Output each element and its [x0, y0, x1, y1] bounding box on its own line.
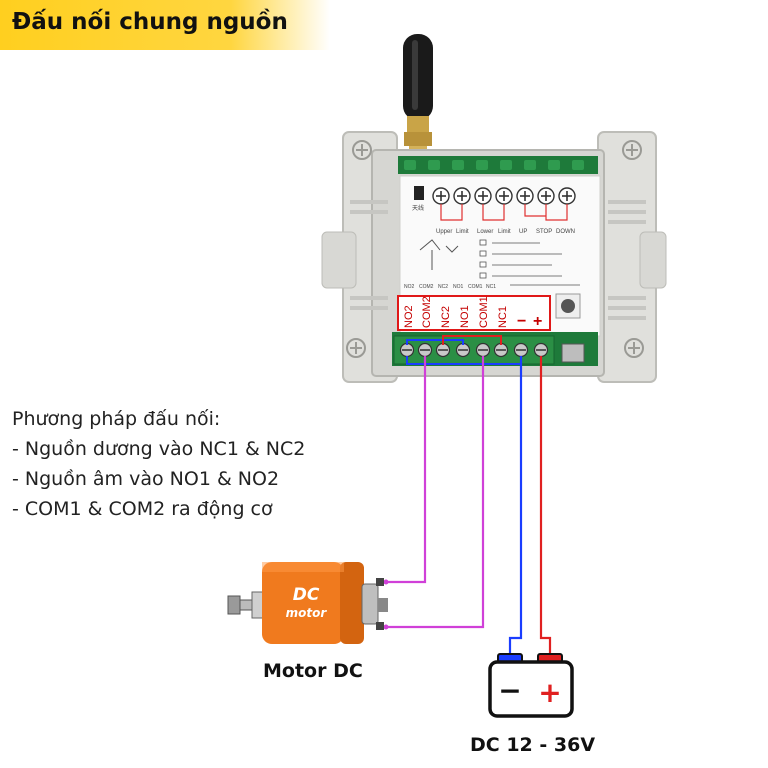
board-label: NC2: [438, 284, 448, 290]
title-band: [0, 0, 330, 50]
terminal-label-no1: NO1: [459, 305, 471, 328]
top-label: Limit: [498, 229, 511, 235]
board-label: COM1: [468, 284, 483, 290]
wire-motor-com2: [380, 356, 427, 584]
method-line: - Nguồn âm vào NO1 & NO2: [12, 468, 280, 490]
terminal-label-no2: NO2: [403, 305, 415, 328]
board-label: NC1: [486, 284, 496, 290]
terminal-label-box: [397, 295, 551, 331]
svg-text:天线: 天线: [412, 204, 424, 212]
motor-caption: Motor DC: [263, 660, 363, 682]
dc-motor: DC motor: [227, 562, 388, 644]
wiring-method: Phương pháp đấu nối: - Nguồn dương vào N…: [12, 404, 305, 524]
board-label: COM2: [419, 284, 434, 290]
terminal-label-com2: COM2: [421, 296, 433, 328]
board-label: NO2: [404, 284, 415, 290]
wire-battery-positive: [539, 356, 552, 654]
relay-module: 天线 Upper Limit Lower Limit: [321, 131, 667, 383]
wire-battery-negative: [508, 356, 523, 654]
wire-bridge-positive: [442, 335, 502, 345]
battery-plus-sign: +: [538, 676, 561, 709]
terminal-label-minus: −: [517, 313, 526, 330]
motor-logo-top: DC: [293, 585, 320, 605]
motor-logo-bottom: motor: [286, 606, 328, 620]
antenna: [403, 34, 433, 160]
method-line: - COM1 & COM2 ra động cơ: [12, 498, 273, 520]
terminal-label-plus: +: [533, 313, 542, 330]
top-label: DOWN: [556, 229, 575, 235]
method-heading: Phương pháp đấu nối:: [12, 408, 221, 430]
battery: − +: [488, 653, 574, 718]
terminal-label-com1: COM1: [478, 296, 490, 328]
battery-caption: DC 12 - 36V: [470, 734, 596, 756]
method-line: - Nguồn dương vào NC1 & NC2: [12, 438, 306, 460]
page-title: Đấu nối chung nguồn: [12, 9, 288, 35]
top-label: UP: [519, 229, 527, 235]
terminal-label-nc2: NC2: [440, 306, 452, 328]
board-label: NO1: [453, 284, 464, 290]
battery-minus-sign: −: [498, 674, 521, 707]
top-label: STOP: [536, 229, 552, 235]
terminal-label-nc1: NC1: [497, 306, 509, 328]
top-label: Lower: [477, 229, 493, 235]
wire-bridge-negative: [406, 339, 464, 345]
top-label: Upper: [436, 229, 452, 235]
top-label: Limit: [456, 229, 469, 235]
wire-motor-com1: [380, 356, 485, 629]
